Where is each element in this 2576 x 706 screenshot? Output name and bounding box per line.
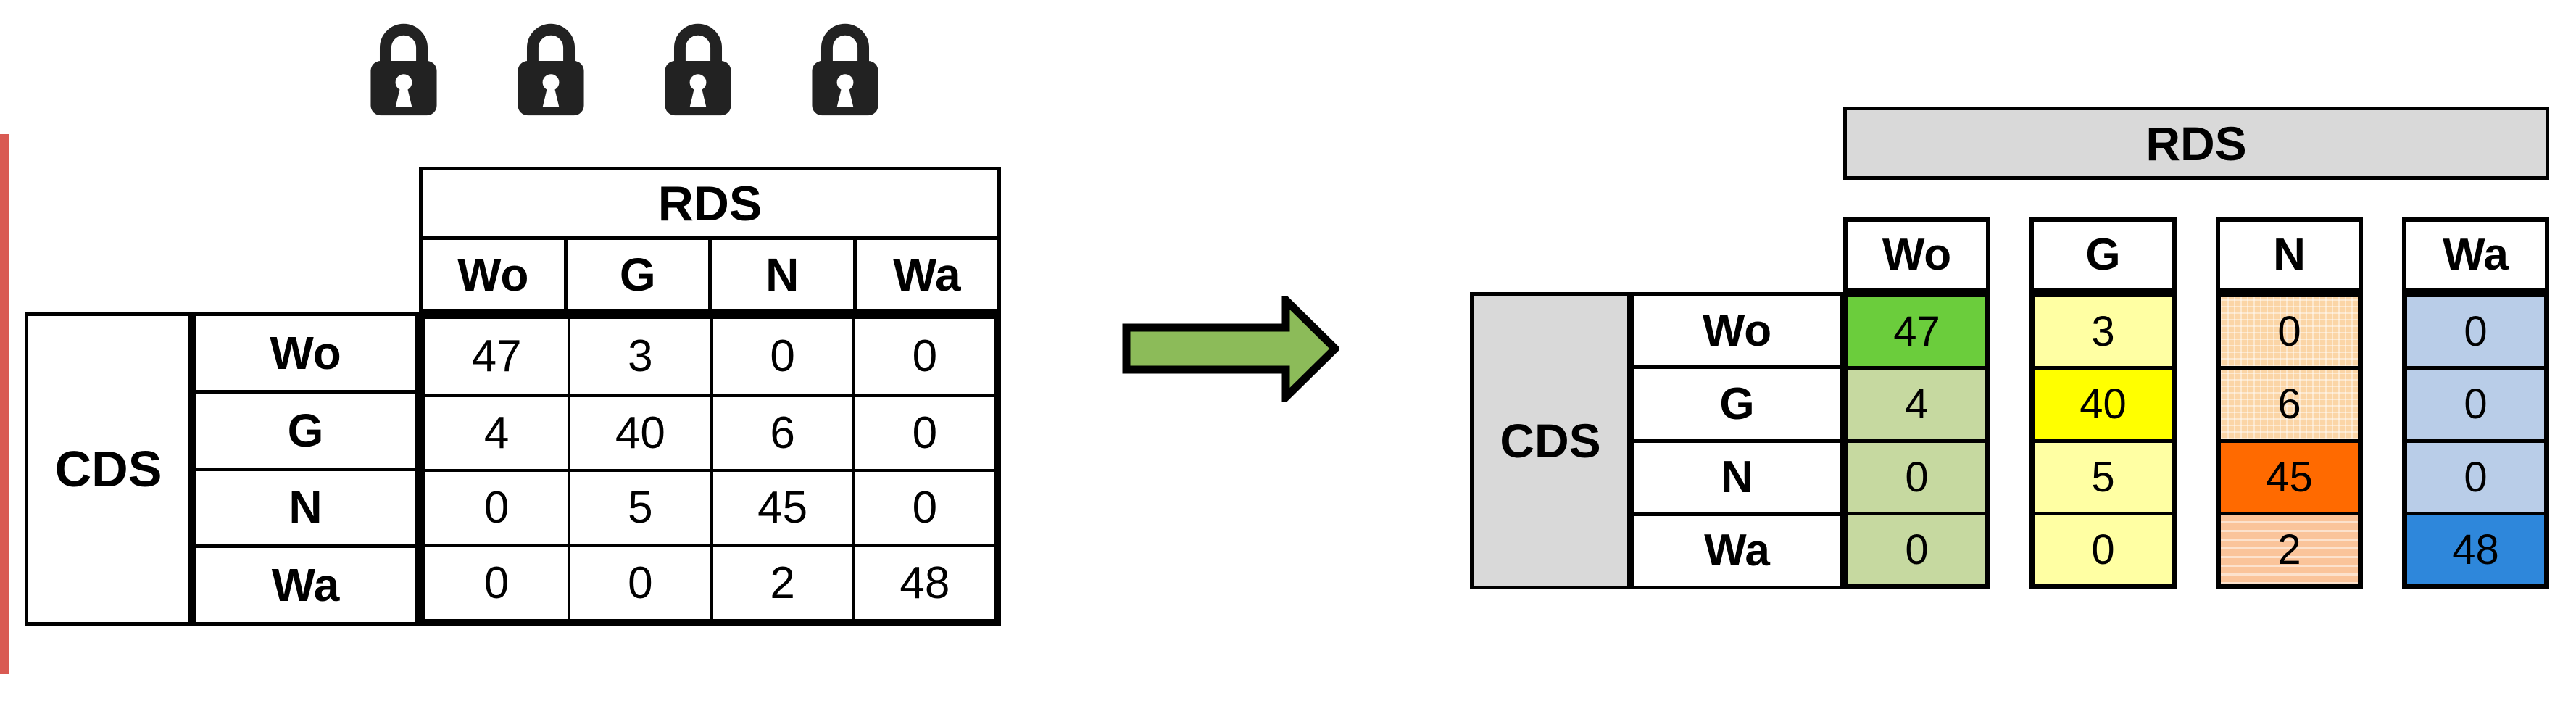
lock-shackle — [673, 23, 723, 66]
lock-icon — [812, 23, 878, 116]
row-header: Wo — [270, 326, 341, 379]
right-table-col-group-header: RDS — [1843, 107, 2549, 180]
left-table-col-headers: Wo G N Wa — [419, 240, 1001, 312]
keyhole-slot — [542, 86, 560, 107]
right-arrow-icon — [1122, 296, 1339, 402]
row-header: Wa — [196, 544, 415, 622]
keyhole-circle — [542, 74, 560, 91]
col-header: Wo — [457, 248, 529, 301]
column-strip-g: 3 40 5 0 — [2029, 292, 2177, 589]
value-cell: 0 — [568, 544, 710, 619]
col-header: Wa — [852, 240, 998, 309]
value-cell: 6 — [710, 394, 852, 469]
row-header: G — [196, 389, 415, 468]
row-header: N — [196, 467, 415, 545]
value-cell: 5 — [2035, 439, 2172, 512]
value-cell: 0 — [1848, 511, 1985, 584]
row-header: Wa — [1634, 512, 1840, 586]
value-cell: 0 — [2407, 366, 2544, 439]
keyhole-circle — [689, 74, 707, 91]
value-cell: 4 — [425, 394, 568, 470]
value-cell: 0 — [2407, 439, 2544, 512]
value-cell: 0 — [852, 469, 994, 544]
value-cell: 6 — [2221, 366, 2358, 439]
value-cell: 0 — [2407, 297, 2544, 367]
column-strip-wo: 47 4 0 0 — [1843, 292, 1990, 589]
value-cell: 3 — [568, 319, 710, 394]
value-cell: 4 — [1848, 366, 1985, 439]
row-header: G — [1634, 365, 1840, 439]
col-header-box: G — [2029, 217, 2177, 292]
value-cell: 0 — [710, 319, 852, 394]
keyhole-slot — [689, 86, 707, 107]
left-table-row-group-header: CDS — [25, 312, 192, 626]
keyhole-slot — [395, 86, 412, 107]
lock-icon — [370, 23, 437, 116]
left-table-data-grid: 47 3 0 0 4 40 6 0 0 5 45 0 0 0 2 48 — [419, 312, 1001, 626]
lock-icon — [518, 23, 584, 116]
keyhole-circle — [836, 74, 854, 91]
col-header-box: Wo — [1843, 217, 1990, 292]
value-cell: 0 — [425, 544, 568, 620]
right-table-row-headers: Wo G N Wa — [1631, 292, 1843, 589]
value-cell: 0 — [852, 319, 994, 394]
value-cell: 47 — [1848, 297, 1985, 367]
lock-shackle — [526, 23, 576, 66]
column-strip-wa: 0 0 0 48 — [2402, 292, 2549, 589]
column-strip-n: 0 6 45 2 — [2216, 292, 2363, 589]
value-cell: 5 — [568, 469, 710, 544]
value-cell: 45 — [710, 469, 852, 544]
column-cut-line — [0, 134, 9, 674]
value-cell: 0 — [425, 469, 568, 544]
row-header: Wo — [1702, 305, 1772, 356]
lock-icon — [665, 23, 731, 116]
keyhole-circle — [395, 74, 412, 91]
col-header: G — [563, 240, 709, 309]
left-table-col-group-header: RDS — [419, 167, 1001, 240]
value-cell: 3 — [2035, 297, 2172, 367]
col-header: N — [708, 240, 853, 309]
lock-shackle — [379, 23, 428, 66]
value-cell: 45 — [2221, 439, 2358, 512]
value-cell: 2 — [710, 544, 852, 619]
value-cell: 47 — [471, 331, 522, 382]
value-cell: 0 — [2221, 297, 2358, 367]
arrow-shape — [1122, 296, 1339, 402]
right-table-row-group-header: CDS — [1470, 292, 1631, 589]
value-cell: 0 — [1848, 439, 1985, 512]
value-cell: 0 — [2035, 511, 2172, 584]
value-cell: 40 — [2035, 366, 2172, 439]
value-cell: 48 — [2407, 511, 2544, 584]
value-cell: 48 — [852, 544, 994, 619]
keyhole-slot — [836, 86, 854, 107]
value-cell: 40 — [568, 394, 710, 469]
lock-shackle — [820, 23, 870, 66]
left-table-row-headers: Wo G N Wa — [192, 312, 419, 626]
col-header-box: Wa — [2402, 217, 2549, 292]
row-header: N — [1634, 439, 1840, 512]
col-header-box: N — [2216, 217, 2363, 292]
value-cell: 0 — [852, 394, 994, 469]
value-cell: 2 — [2221, 511, 2358, 584]
